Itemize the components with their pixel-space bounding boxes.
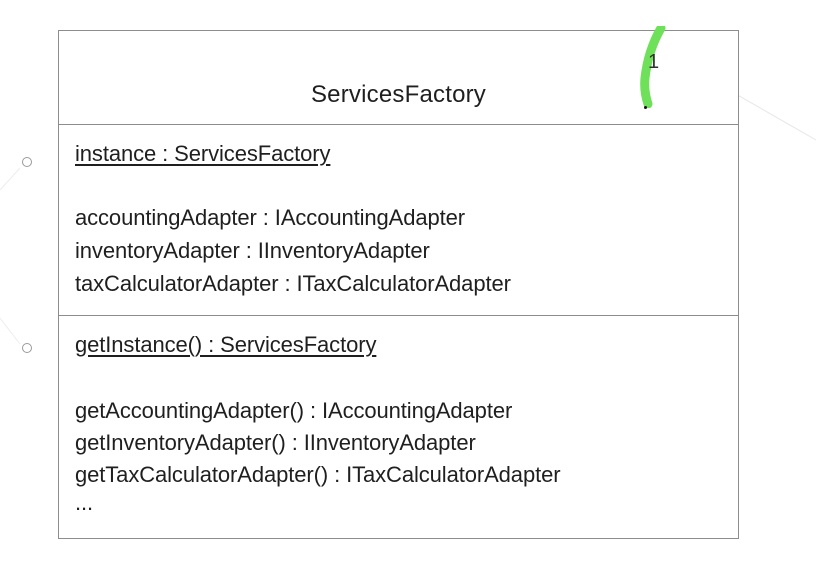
- multiplicity-label: 1: [648, 51, 660, 73]
- green-highlight-mark: [640, 26, 666, 108]
- anchor-handle-attributes[interactable]: [22, 157, 32, 167]
- class-name-compartment: 1 ServicesFactory: [59, 26, 738, 125]
- class-box-services-factory[interactable]: 1 ServicesFactory instance : ServicesFac…: [58, 26, 739, 539]
- attributes-compartment: instance : ServicesFactory accountingAda…: [59, 125, 738, 316]
- operation-ellipsis: ...: [75, 490, 94, 515]
- operation-item: getAccountingAdapter() : IAccountingAdap…: [75, 398, 513, 423]
- attribute-item: inventoryAdapter : IInventoryAdapter: [75, 238, 430, 263]
- operations-compartment: getInstance() : ServicesFactory getAccou…: [59, 316, 738, 538]
- faint-line-left-1: [0, 167, 21, 191]
- operation-item: getInventoryAdapter() : IInventoryAdapte…: [75, 430, 476, 455]
- faint-line-left-2: [0, 317, 21, 345]
- static-attribute: instance : ServicesFactory: [75, 141, 331, 166]
- operation-item: getTaxCalculatorAdapter() : ITaxCalculat…: [75, 462, 561, 487]
- anchor-handle-operations[interactable]: [22, 343, 32, 353]
- attribute-item: taxCalculatorAdapter : ITaxCalculatorAda…: [75, 271, 511, 296]
- attribute-item: accountingAdapter : IAccountingAdapter: [75, 205, 466, 230]
- class-name: ServicesFactory: [310, 81, 487, 108]
- ink-dot: [644, 106, 647, 109]
- static-operation: getInstance() : ServicesFactory: [75, 332, 377, 357]
